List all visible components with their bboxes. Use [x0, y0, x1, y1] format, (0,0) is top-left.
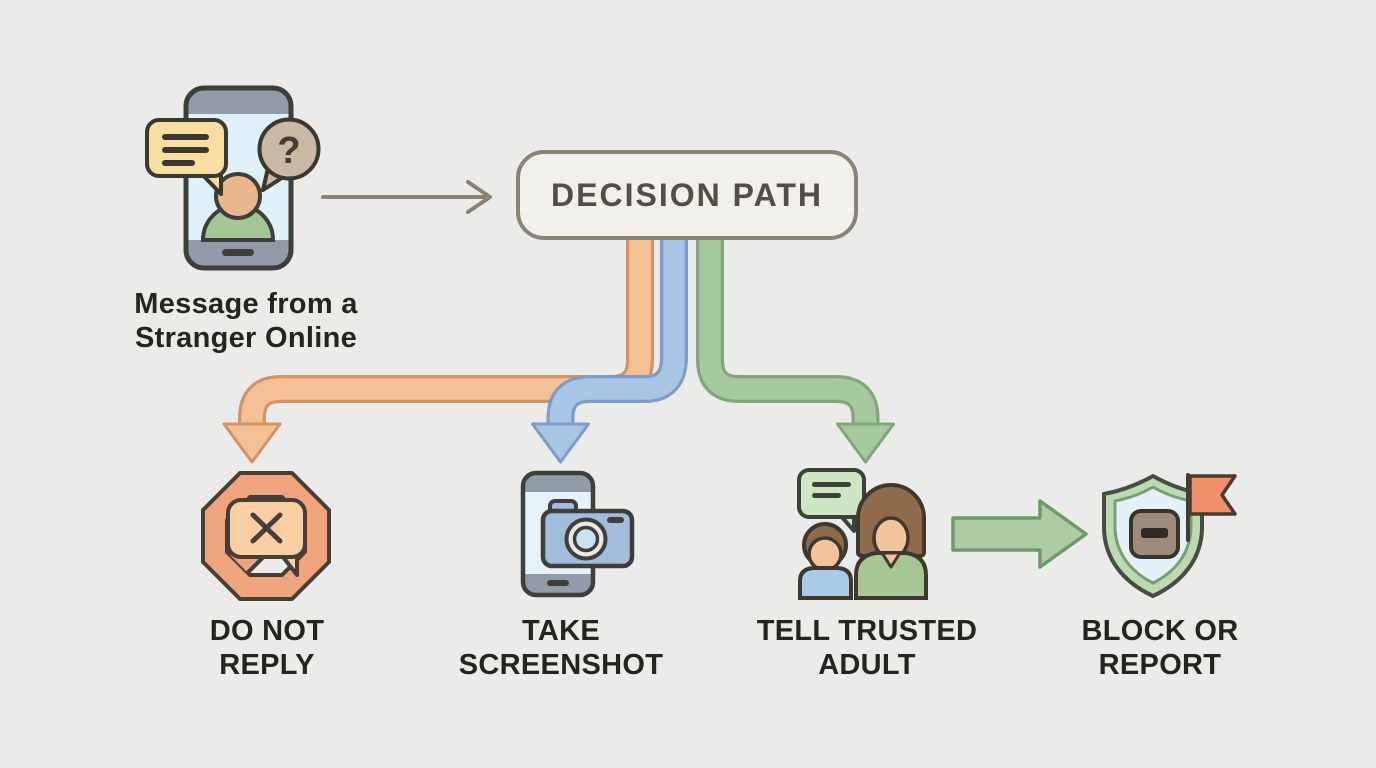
decision-box: [516, 150, 858, 240]
branch-path-take-screenshot: [531, 205, 688, 464]
source-label: Message from a Stranger Online: [134, 288, 358, 354]
question-bubble-icon: ?: [257, 117, 321, 192]
report-flag-icon: [1186, 473, 1237, 542]
branch-arrowhead-green: [836, 422, 895, 464]
shield-flag-icon: [1102, 473, 1237, 598]
smartphone-chat-icon: ?: [145, 85, 321, 271]
outcome-label-block-or-report: BLOCK OR REPORT: [1081, 615, 1239, 681]
green-chat-bubble-icon: [797, 468, 866, 533]
adult-to-report-arrow: [951, 499, 1088, 569]
branch-path-do-not-reply: [222, 205, 654, 464]
phone-camera-icon: [520, 470, 635, 598]
x-mark: [250, 512, 283, 544]
branch-path-tell-trusted-adult: [696, 205, 895, 464]
no-reply-octagon-icon: [201, 471, 331, 601]
child-figure: [798, 522, 853, 600]
home-indicator: [547, 580, 569, 586]
outcome-label-tell-trusted-adult: TELL TRUSTED ADULT: [756, 615, 978, 681]
child-and-adult-icon: [797, 468, 928, 600]
outcome-label-do-not-reply: DO NOT REPLY: [209, 615, 325, 681]
source-to-decision-arrow: [321, 180, 492, 214]
adult-figure: [854, 483, 928, 600]
branch-arrowhead-orange: [222, 422, 282, 464]
camera-icon: [540, 499, 635, 569]
branch-arrowhead-blue: [531, 422, 590, 464]
message-bubble-icon: [145, 118, 228, 196]
decision-box-label: DECISION PATH: [551, 176, 823, 213]
question-mark-glyph: ?: [277, 130, 300, 172]
home-indicator: [222, 249, 254, 256]
avatar-head: [214, 172, 262, 220]
outcome-label-take-screenshot: TAKE SCREENSHOT: [458, 615, 664, 681]
